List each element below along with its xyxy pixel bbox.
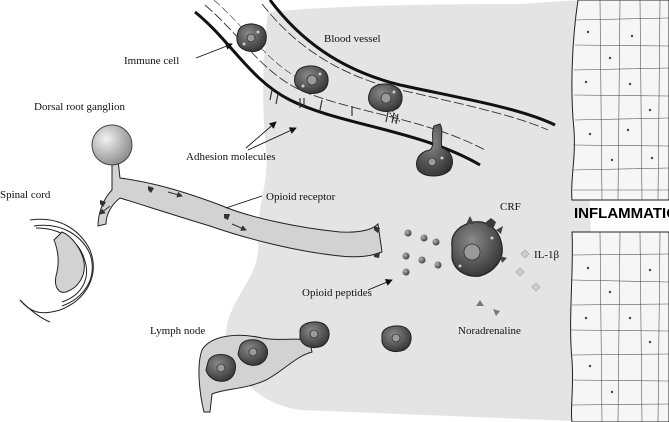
immune-cell-vessel-3 bbox=[368, 83, 403, 123]
label-opioid-receptor: Opioid receptor bbox=[266, 191, 336, 203]
crf-molecule bbox=[486, 218, 496, 227]
inflamed-tissue bbox=[225, 0, 601, 422]
neuron bbox=[91, 124, 383, 258]
label-il1b: IL-1β bbox=[534, 249, 560, 261]
label-spinal-cord: Spinal cord bbox=[0, 189, 51, 201]
label-crf: CRF bbox=[500, 201, 521, 213]
axonal-transport-arrows bbox=[99, 191, 247, 231]
pointer-lines bbox=[195, 42, 393, 291]
label-noradrenaline: Noradrenaline bbox=[458, 325, 521, 337]
tissue-immune-cell bbox=[381, 325, 412, 353]
immune-cell-extravasating bbox=[416, 123, 453, 177]
label-immune-cell: Immune cell bbox=[124, 55, 179, 67]
immune-cell-vessel-1 bbox=[236, 23, 267, 52]
spinal-cord bbox=[19, 218, 94, 323]
label-inflammation: INFLAMMATION bbox=[574, 205, 669, 222]
migrating-immune-cell bbox=[299, 321, 330, 349]
il1b-molecules bbox=[515, 249, 541, 292]
label-adhesion-molecules: Adhesion molecules bbox=[186, 151, 276, 163]
epithelium-lower bbox=[570, 231, 669, 422]
ganglion-soma bbox=[91, 124, 133, 166]
activated-immune-cell bbox=[451, 216, 507, 277]
label-lymph-node: Lymph node bbox=[150, 325, 205, 337]
noradrenaline-molecules bbox=[476, 300, 500, 316]
label-opioid-peptides: Opioid peptides bbox=[302, 287, 372, 299]
label-dorsal-root-ganglion: Dorsal root ganglion bbox=[34, 101, 126, 113]
immune-cell-vessel-2 bbox=[294, 65, 329, 94]
label-blood-vessel: Blood vessel bbox=[324, 33, 381, 45]
lymph-node bbox=[198, 334, 313, 413]
opioid-receptors bbox=[100, 186, 380, 258]
opioid-peptides bbox=[402, 229, 442, 276]
lymph-node-cell-2 bbox=[237, 339, 268, 366]
lymph-node-cell-1 bbox=[205, 354, 236, 382]
epithelium-upper bbox=[571, 0, 669, 201]
